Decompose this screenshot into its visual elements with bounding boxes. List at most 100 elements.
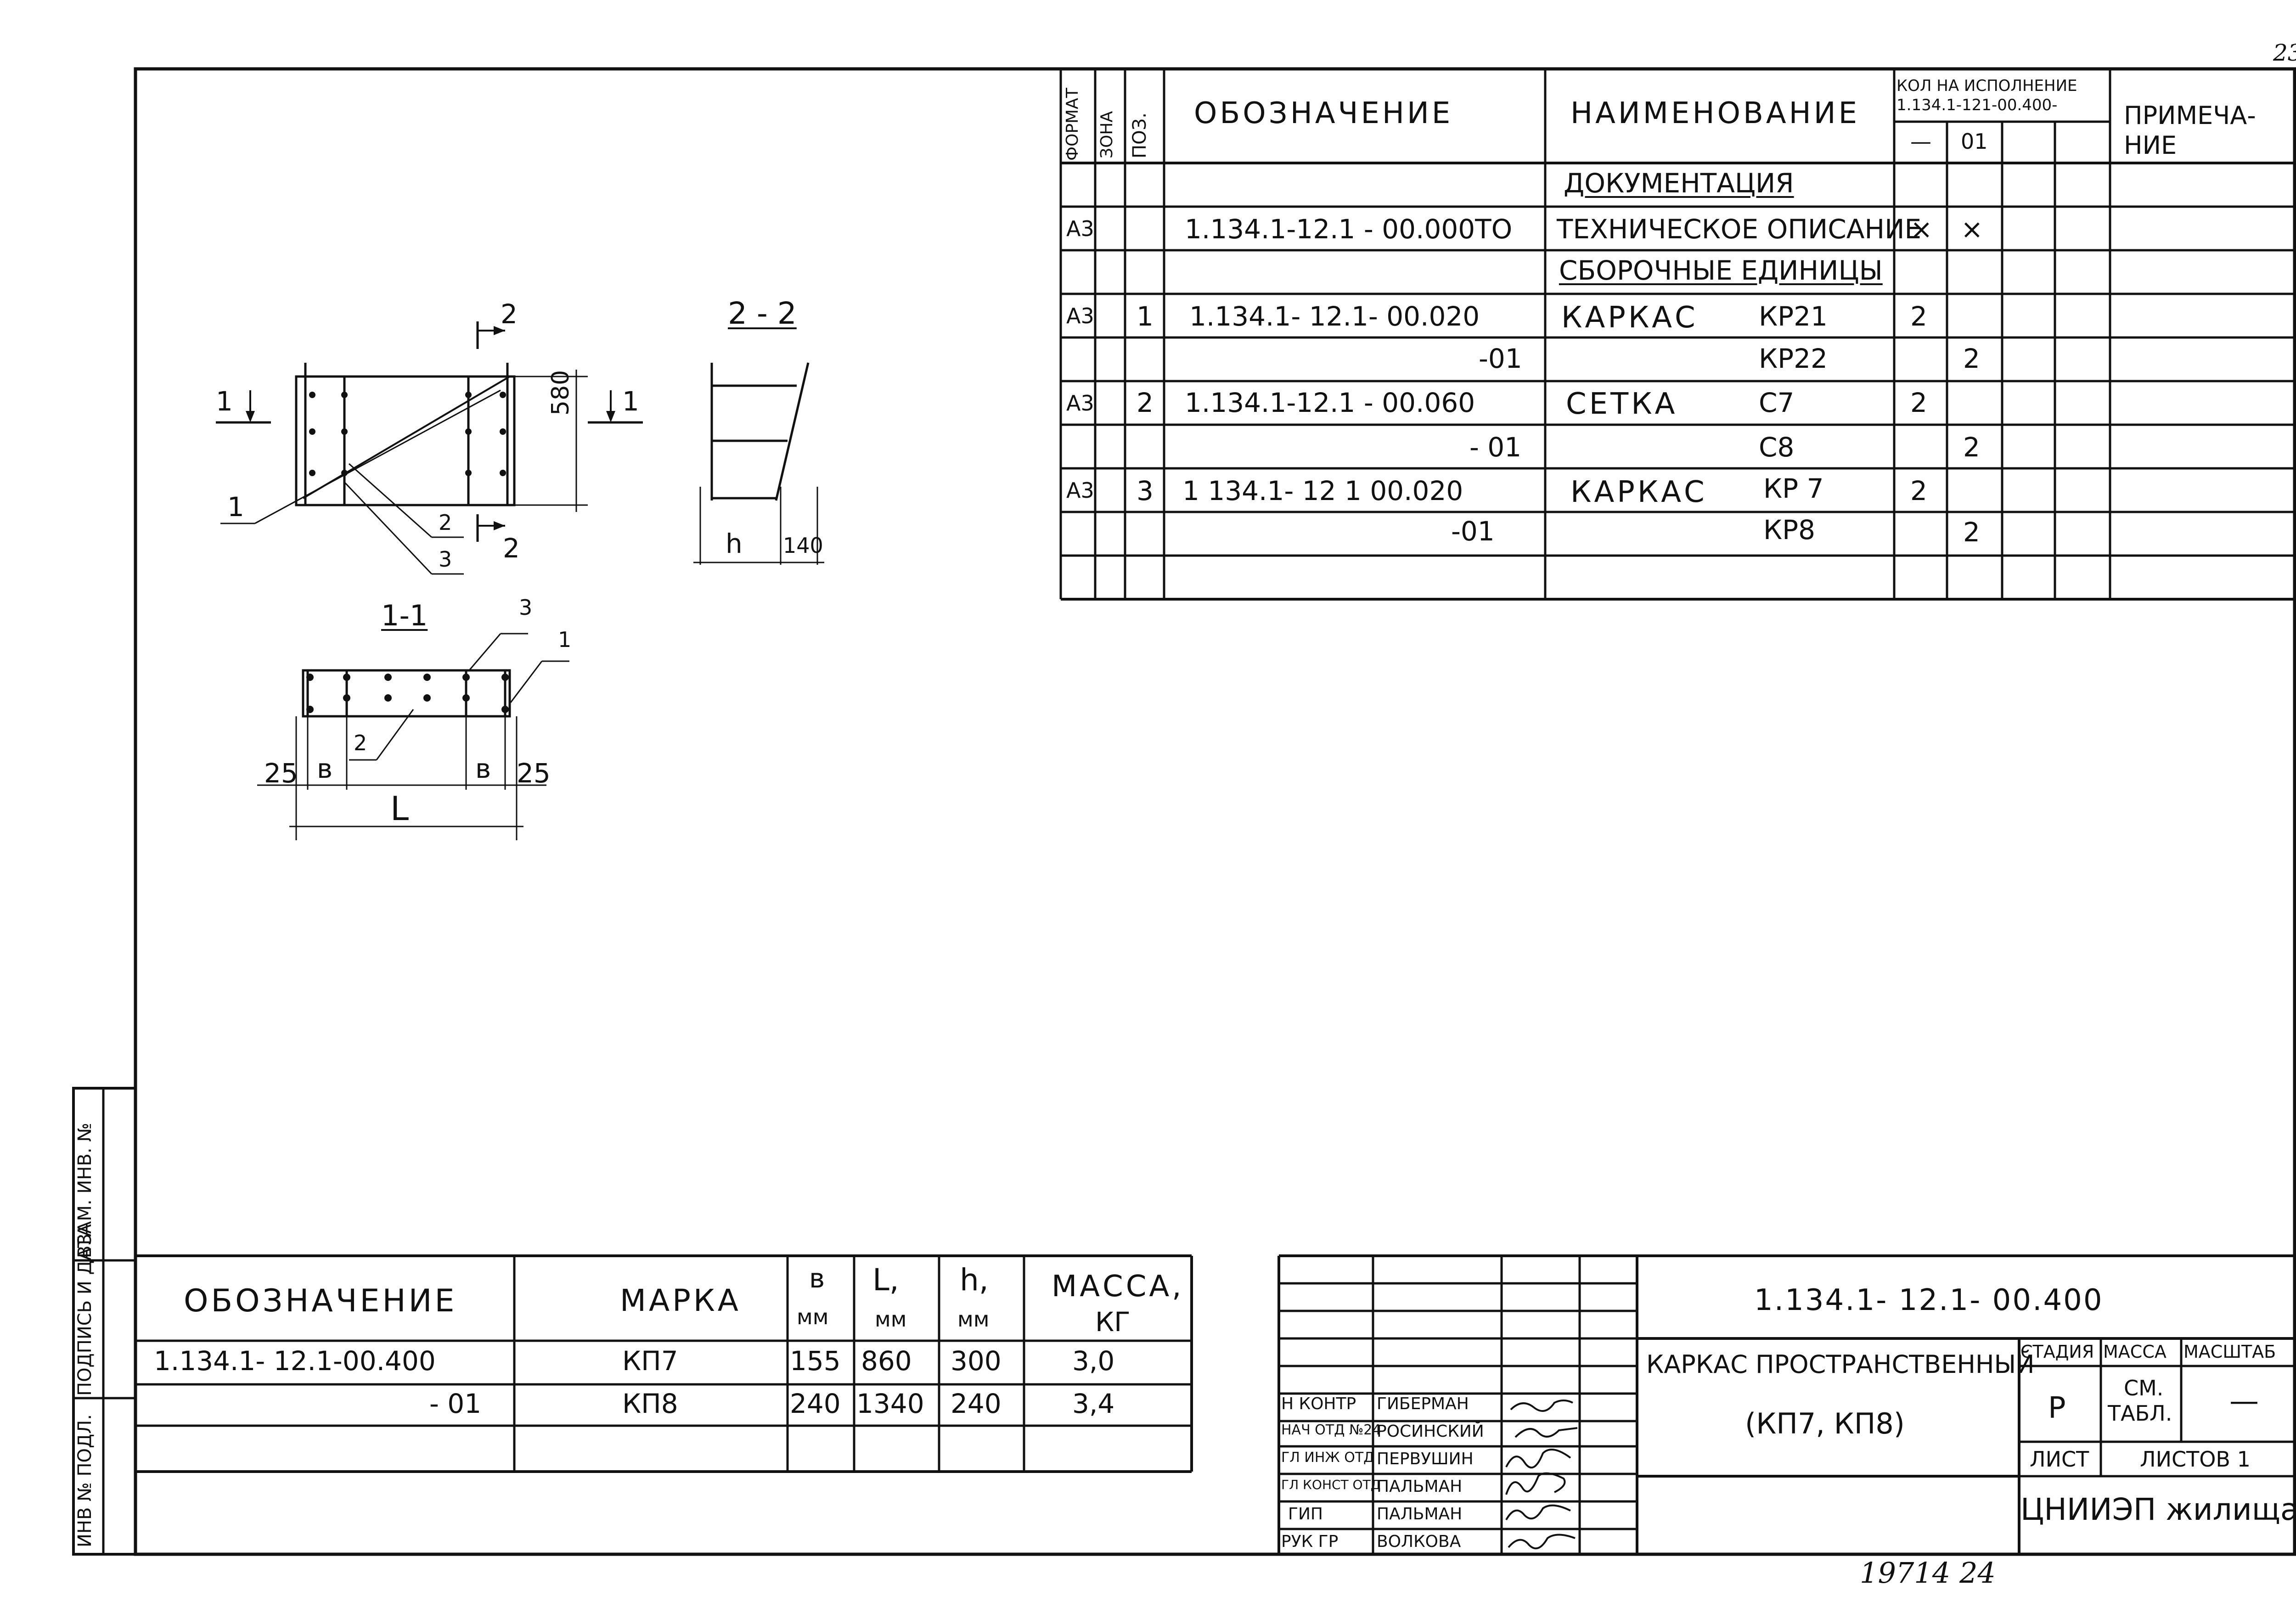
signer-name: РОСИНСКИЙ (1377, 1422, 1484, 1441)
spec-row-mark: КР21 (1759, 301, 1828, 332)
spec-row-naimenovanie: КАРКАС (1570, 475, 1707, 509)
spec-row-naimenovanie: СЕТКА (1566, 387, 1678, 421)
spec-row-mark: С8 (1759, 432, 1795, 463)
spec-row-qty-1: × (1910, 214, 1933, 245)
spec-row-mark: КР22 (1759, 343, 1828, 374)
params-row-L: 1340 (856, 1388, 924, 1419)
params-row-h: 300 (951, 1345, 1002, 1377)
spec-header-kol-title: КОЛ НА ИСПОЛНЕНИЕ (1896, 77, 2077, 95)
spec-row-qty-1: 2 (1910, 475, 1927, 506)
section-1-1-title: 1-1 (381, 599, 428, 632)
stadia-label: СТАДИЯ (2020, 1342, 2094, 1362)
signer-role: ГЛ КОНСТ ОТД (1281, 1477, 1381, 1492)
spec-header-kol-col2: 01 (1961, 129, 1988, 154)
params-header-L: L, (872, 1262, 899, 1298)
spec-row-oboznachenie: 1.134.1-12.1 - 00.000ТО (1185, 214, 1513, 245)
spec-section-assembly-units: СБОРОЧНЫЕ ЕДИНИЦЫ (1559, 255, 1883, 286)
spec-row-qty-2: × (1961, 214, 1983, 245)
section-leader-3: 3 (519, 595, 533, 620)
spec-row-qty-2: 2 (1963, 343, 1980, 374)
params-header-h: h, (960, 1262, 989, 1298)
params-row-b: 155 (790, 1345, 841, 1377)
signer-name: ГИБЕРМАН (1377, 1394, 1469, 1413)
title-doc-number: 1.134.1- 12.1- 00.400 (1754, 1283, 2104, 1317)
spec-row-oboznachenie: -01 (1451, 516, 1495, 547)
spec-row-poz: 3 (1137, 475, 1154, 506)
page-number: 23 (2273, 39, 2296, 66)
signer-role: ГИП (1288, 1505, 1323, 1523)
params-row-massa: 3,4 (1072, 1388, 1115, 1419)
spec-header-kol-col1: — (1910, 129, 1931, 154)
title-line-1: КАРКАС ПРОСТРАНСТВЕННЫЙ (1646, 1350, 2035, 1379)
section-2-2-title: 2 - 2 (728, 296, 797, 331)
masshtab-value: — (2229, 1384, 2262, 1418)
params-row-marka: КП7 (622, 1345, 678, 1377)
spec-header-kol-doc: 1.134.1-121-00.400- (1896, 96, 2058, 114)
spec-row-qty-1: 2 (1910, 387, 1927, 418)
spec-row-qty-2: 2 (1963, 432, 1980, 463)
signer-name: ПАЛЬМАН (1377, 1477, 1463, 1496)
listov-label: ЛИСТОВ 1 (2140, 1447, 2251, 1472)
signer-role: РУК ГР (1281, 1532, 1339, 1551)
cut-2-top-label: 2 (501, 298, 518, 330)
dim-h: h (726, 528, 743, 559)
params-header-b-unit: мм (797, 1304, 829, 1329)
params-row-L: 860 (861, 1345, 912, 1377)
spec-row-oboznachenie: -01 (1479, 343, 1522, 374)
signer-role: НАЧ ОТД №24 (1281, 1422, 1381, 1438)
section-leader-1: 1 (558, 627, 572, 652)
spec-row-poz: 2 (1137, 387, 1154, 418)
spec-row-naimenovanie: КАРКАС (1561, 301, 1698, 335)
dim-b-left: в (317, 753, 333, 784)
spec-row-poz: 1 (1137, 301, 1154, 332)
params-row-h: 240 (951, 1388, 1002, 1419)
spec-row-oboznachenie: 1.134.1- 12.1- 00.020 (1189, 301, 1480, 332)
signer-role: Н КОНТР (1281, 1394, 1356, 1413)
title-line-2: (КП7, КП8) (1745, 1407, 1905, 1440)
spec-row-format: А3 (1066, 478, 1094, 503)
spec-row-naimenovanie: ТЕХНИЧЕСКОЕ ОПИСАНИЕ (1557, 214, 1922, 245)
spec-row-format: А3 (1066, 391, 1094, 416)
dim-L: L (390, 789, 412, 828)
signer-name: ВОЛКОВА (1377, 1532, 1461, 1551)
massa-label: МАССА (2103, 1342, 2167, 1362)
params-header-h-unit: мм (957, 1307, 990, 1332)
bottom-note: 19714 24 (1860, 1556, 1996, 1590)
params-header-marka: МАРКА (620, 1283, 741, 1318)
cut-1-right-label: 1 (622, 386, 639, 417)
dim-25-right: 25 (517, 758, 551, 789)
spec-header-oboznachenie: ОБОЗНАЧЕНИЕ (1194, 96, 1453, 130)
params-header-massa: МАССА, (1052, 1270, 1184, 1304)
spec-header-naimenovanie: НАИМЕНОВАНИЕ (1570, 96, 1860, 130)
leader-pos-3: 3 (439, 547, 452, 572)
spec-header-primechanie-1: ПРИМЕЧА- (2124, 101, 2256, 130)
signer-name: ПАЛЬМАН (1377, 1505, 1463, 1523)
list-label: ЛИСТ (2030, 1447, 2089, 1472)
spec-row-qty-2: 2 (1963, 517, 1980, 548)
masshtab-label: МАСШТАБ (2183, 1342, 2276, 1362)
spec-row-qty-1: 2 (1910, 301, 1927, 332)
spec-row-oboznachenie: 1.134.1-12.1 - 00.060 (1185, 387, 1475, 418)
signer-name: ПЕРВУШИН (1377, 1450, 1474, 1468)
dim-b-right: в (475, 753, 491, 784)
params-row-oboz: - 01 (429, 1388, 482, 1419)
params-row-b: 240 (790, 1388, 841, 1419)
spec-row-format: А3 (1066, 304, 1094, 328)
dim-25-left: 25 (264, 758, 298, 789)
dim-140: 140 (783, 533, 823, 558)
spec-header-primechanie-2: НИЕ (2124, 131, 2177, 160)
section-leader-2: 2 (354, 731, 367, 755)
stadia-value: Р (2048, 1391, 2069, 1425)
spec-row-oboznachenie: - 01 (1469, 432, 1522, 463)
params-row-massa: 3,0 (1072, 1345, 1115, 1377)
leader-pos-2: 2 (439, 510, 452, 535)
params-header-b: в (809, 1263, 825, 1294)
spec-row-mark: КР 7 (1763, 473, 1824, 504)
params-header-massa-unit: КГ (1095, 1306, 1131, 1338)
signer-role: ГЛ ИНЖ ОТД (1281, 1450, 1374, 1466)
organization-name: ЦНИИЭП жилища (2020, 1492, 2296, 1527)
massa-value-1: СМ. (2124, 1376, 2164, 1400)
params-row-oboz: 1.134.1- 12.1-00.400 (154, 1345, 436, 1377)
